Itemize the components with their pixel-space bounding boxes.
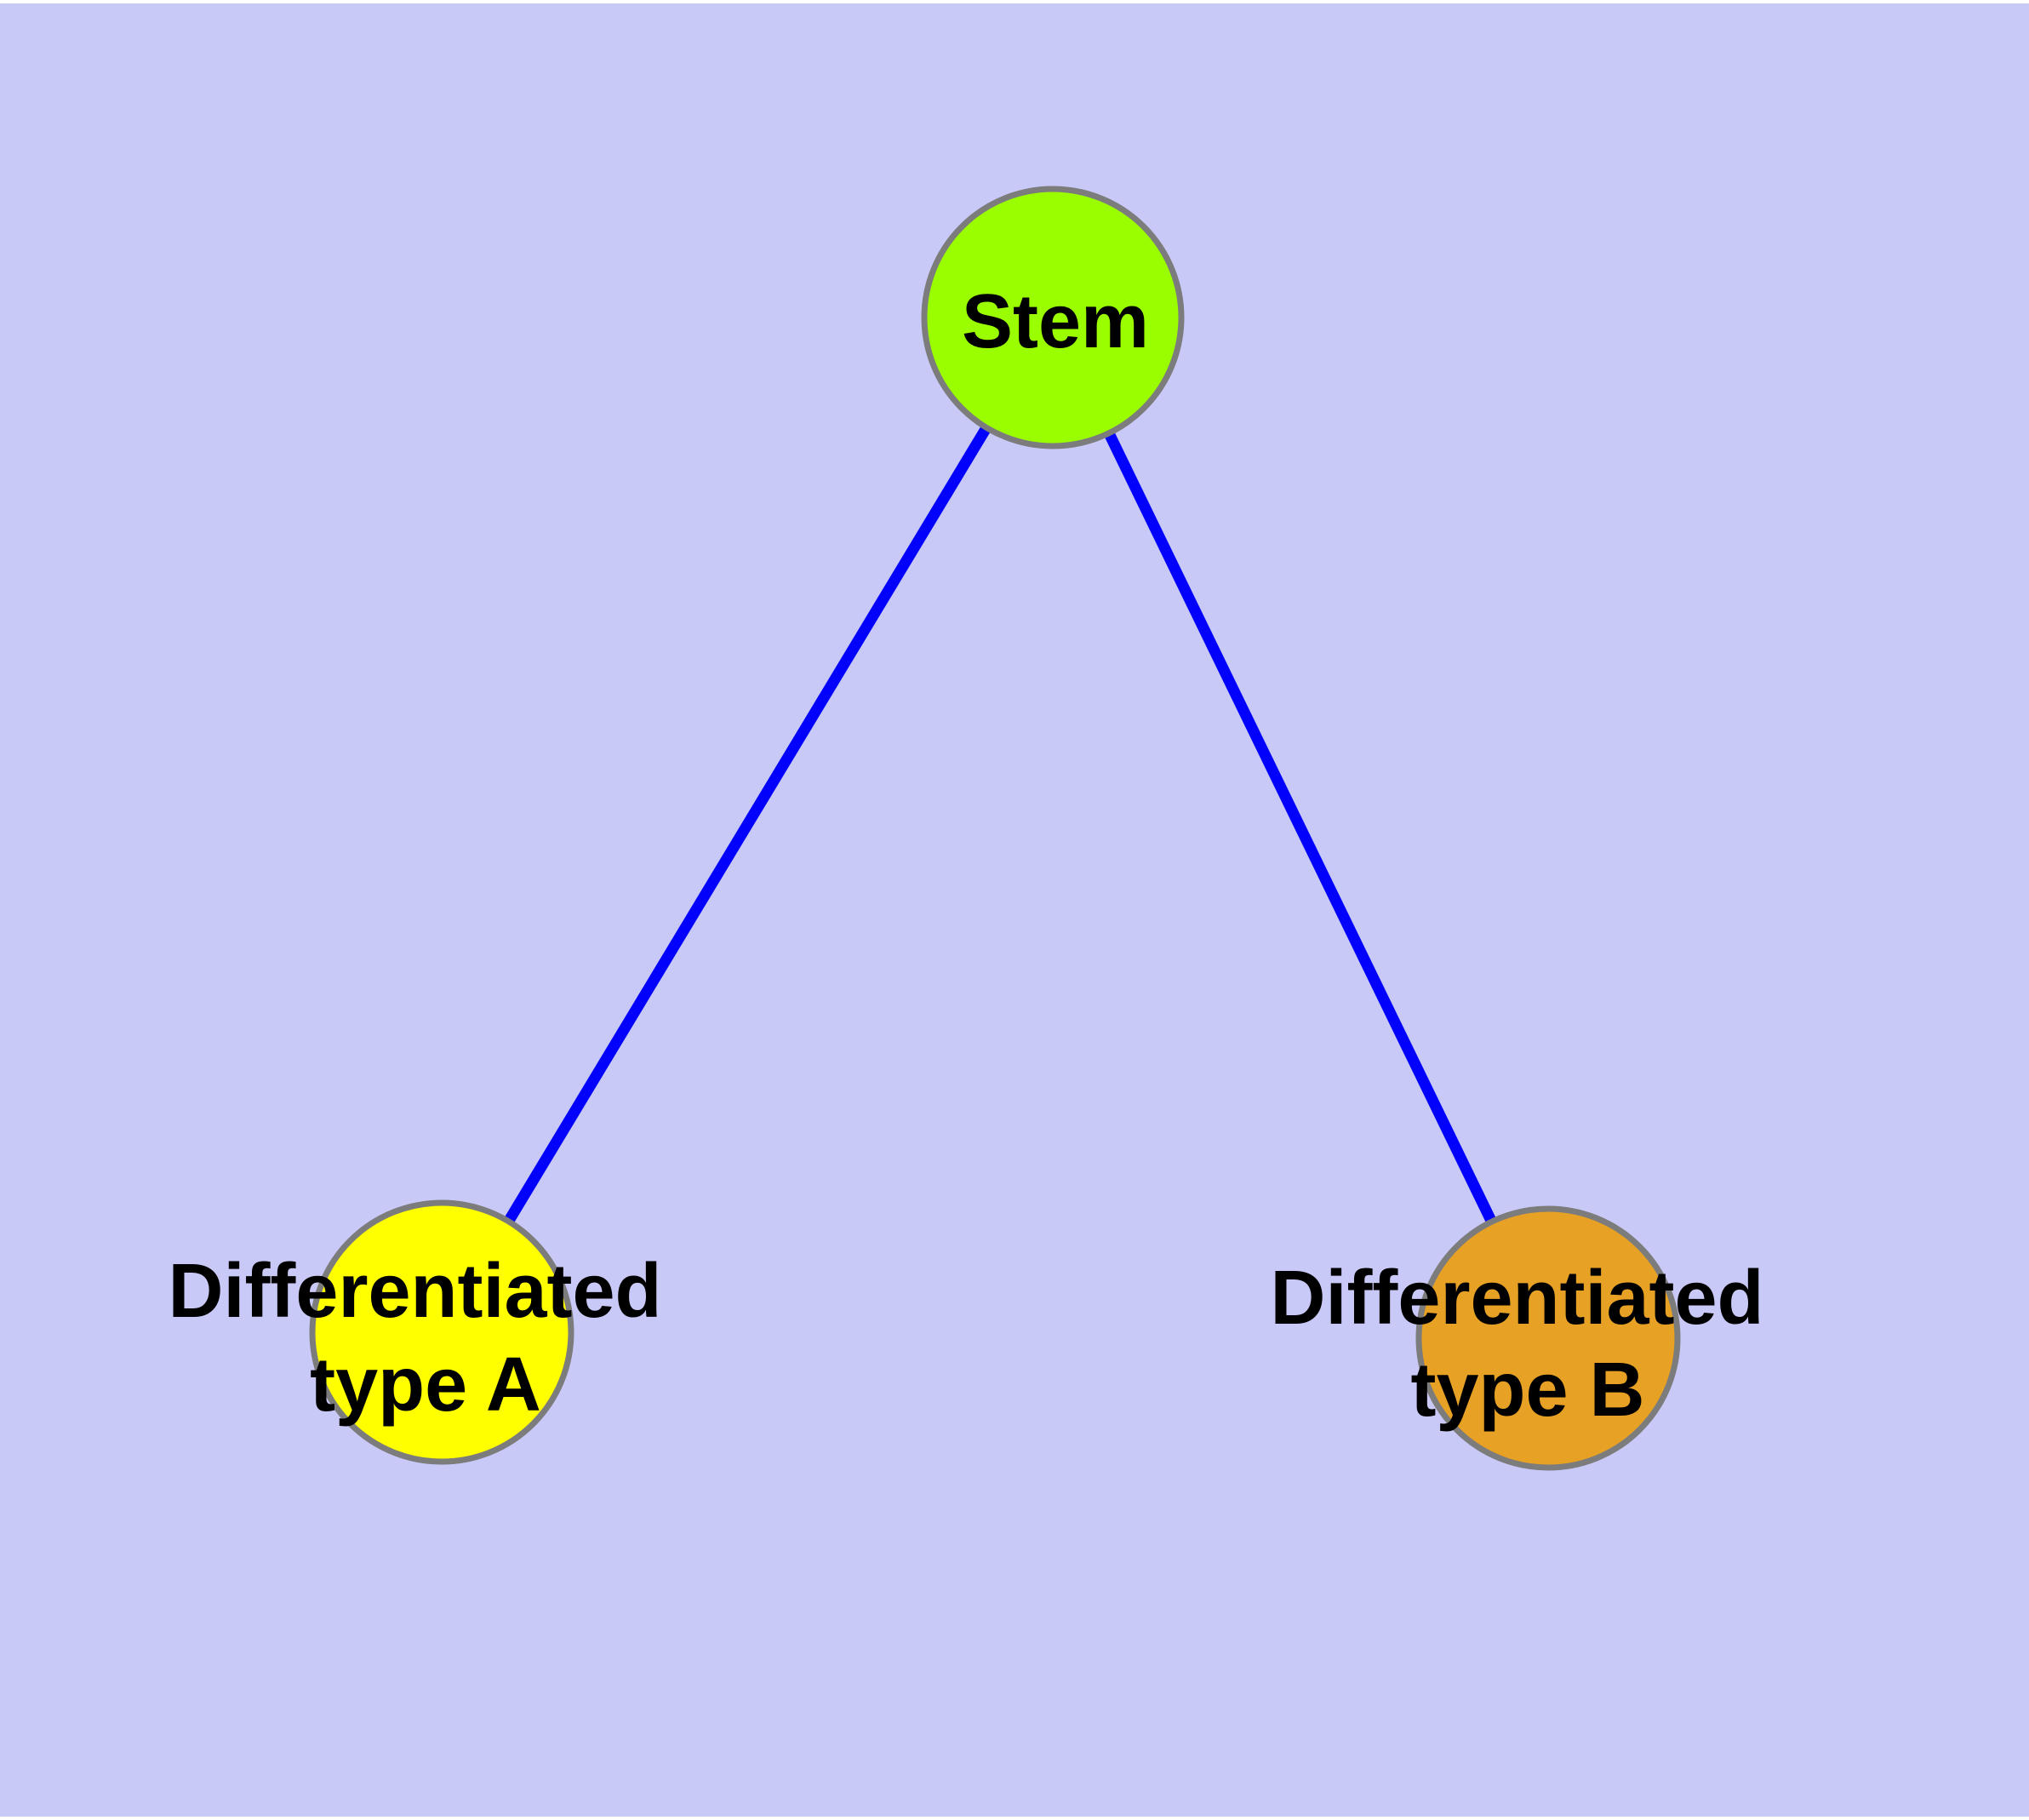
node-type-a-label: Differentiated type A <box>168 1249 683 1428</box>
edge-stem-to-type-b <box>1048 315 1553 1341</box>
node-differentiated-type-a <box>309 1199 574 1465</box>
node-type-b-label: Differentiated type B <box>1270 1256 1785 1433</box>
node-type-a-label-line-1: Differentiated <box>168 1249 661 1334</box>
node-stem-label: Stem <box>962 279 1149 364</box>
node-stem <box>921 186 1185 449</box>
node-type-b-label-line-2: type B <box>1410 1348 1644 1433</box>
node-differentiated-type-b <box>1415 1205 1681 1471</box>
node-type-a-label-line-2: type A <box>310 1342 541 1428</box>
node-type-b-label-line-1: Differentiated <box>1270 1256 1763 1341</box>
edge-stem-to-type-a <box>437 314 1058 1336</box>
